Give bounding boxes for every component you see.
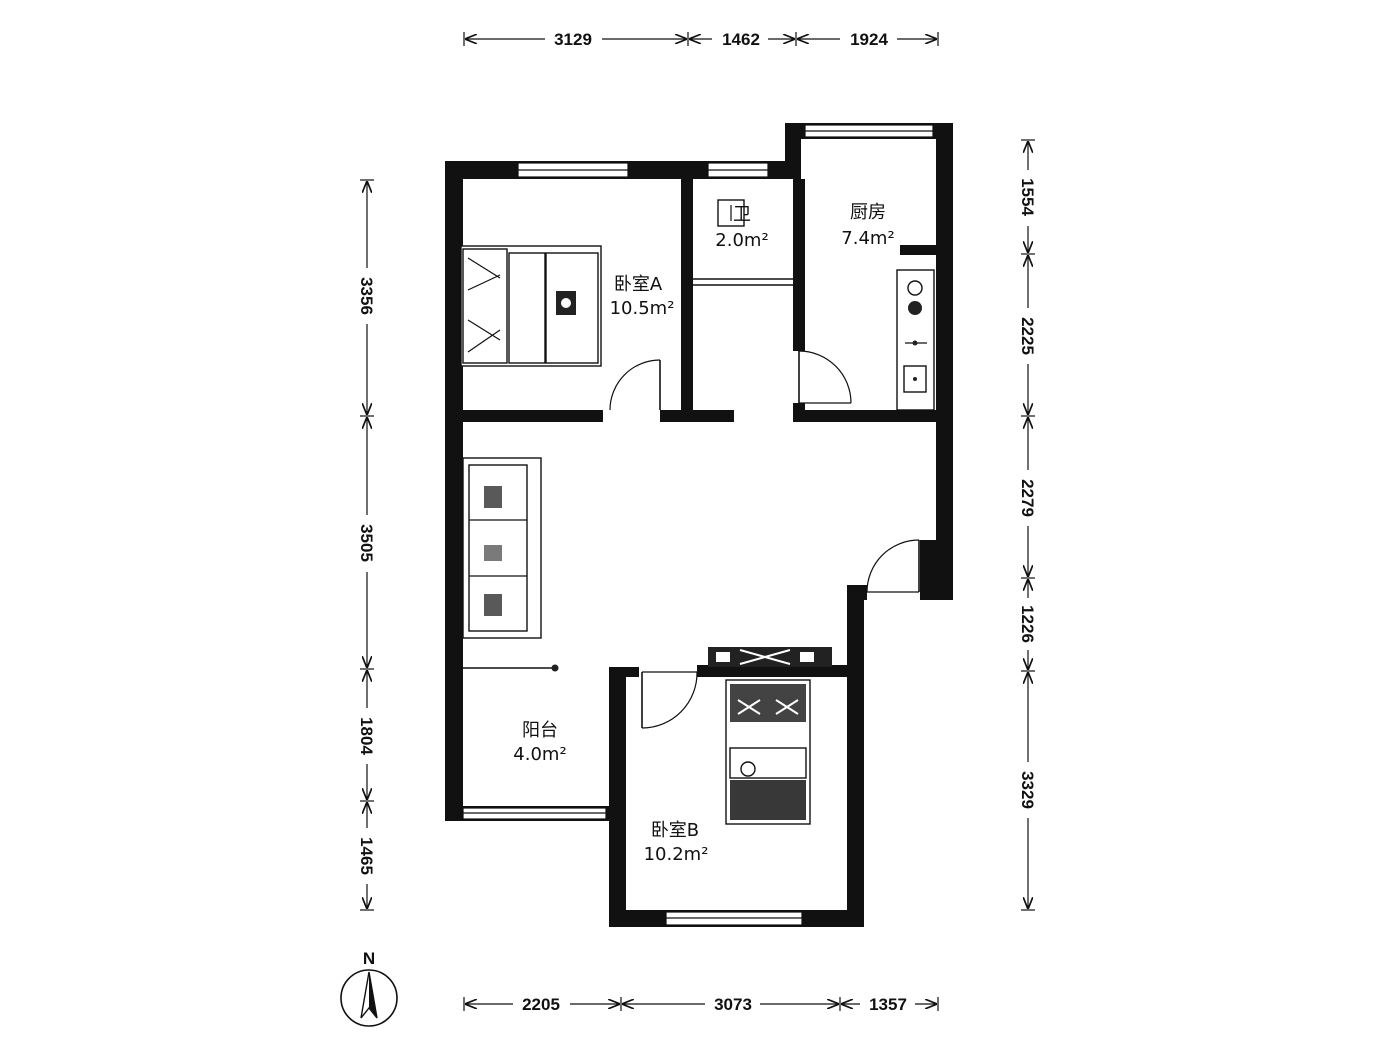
bed-b-icon [725,679,811,825]
balcony-name: 阳台 [522,720,558,741]
top-dim-1: 3129 [554,30,592,49]
kitchen-name: 厨房 [850,202,886,223]
bathroom-area: 2.0m² [715,230,768,251]
kitchen-counter-icon [896,269,935,411]
top-dim-3: 1924 [850,30,888,49]
right-dim-3: 2279 [1018,479,1037,517]
top-dim-2: 1462 [722,30,760,49]
left-dim-4: 1465 [357,837,376,875]
right-dim-1: 1554 [1018,178,1037,216]
bedroom-a-area: 10.5m² [610,298,675,319]
left-dim-2: 3505 [357,524,376,562]
bedroom-a-door [609,359,661,411]
entrance-door [866,539,920,593]
sofa-icon [462,457,542,639]
compass-north-label: N [363,949,375,968]
kitchen-area: 7.4m² [841,228,894,249]
bottom-dimension-line: 2205 3073 1357 [463,995,939,1014]
left-dim-3: 1804 [357,717,376,755]
windows [462,124,934,926]
doors [609,350,920,729]
bathroom-name: 卫 [733,204,751,225]
right-dimension-line: 1554 2225 2279 1226 3329 [1018,139,1037,911]
bedroom-b-area: 10.2m² [644,844,709,865]
room-labels: 卧室A 10.5m² 卫 2.0m² 厨房 7.4m² 阳台 4.0m² 卧室B… [513,202,894,865]
bedroom-b-name: 卧室B [651,820,699,841]
bottom-dim-1: 2205 [522,995,560,1014]
bedroom-b-door [641,671,698,729]
right-dim-5: 3329 [1018,771,1037,809]
right-dim-2: 2225 [1018,317,1037,355]
balcony-area: 4.0m² [513,744,566,765]
bed-a-icon [460,245,602,367]
kitchen-door [798,350,852,404]
left-dimension-line: 3356 3505 1804 1465 [357,179,376,911]
bottom-dim-3: 1357 [869,995,907,1014]
toilet-icon [717,199,745,227]
left-dim-1: 3356 [357,277,376,315]
compass-icon: N [340,949,398,1027]
interior-walls [463,179,936,821]
wardrobe-icon [708,647,832,667]
bedroom-a-name: 卧室A [614,274,663,295]
top-dimension-line: 3129 1462 1924 [463,30,939,49]
right-dim-4: 1226 [1018,605,1037,643]
bottom-dim-2: 3073 [714,995,752,1014]
